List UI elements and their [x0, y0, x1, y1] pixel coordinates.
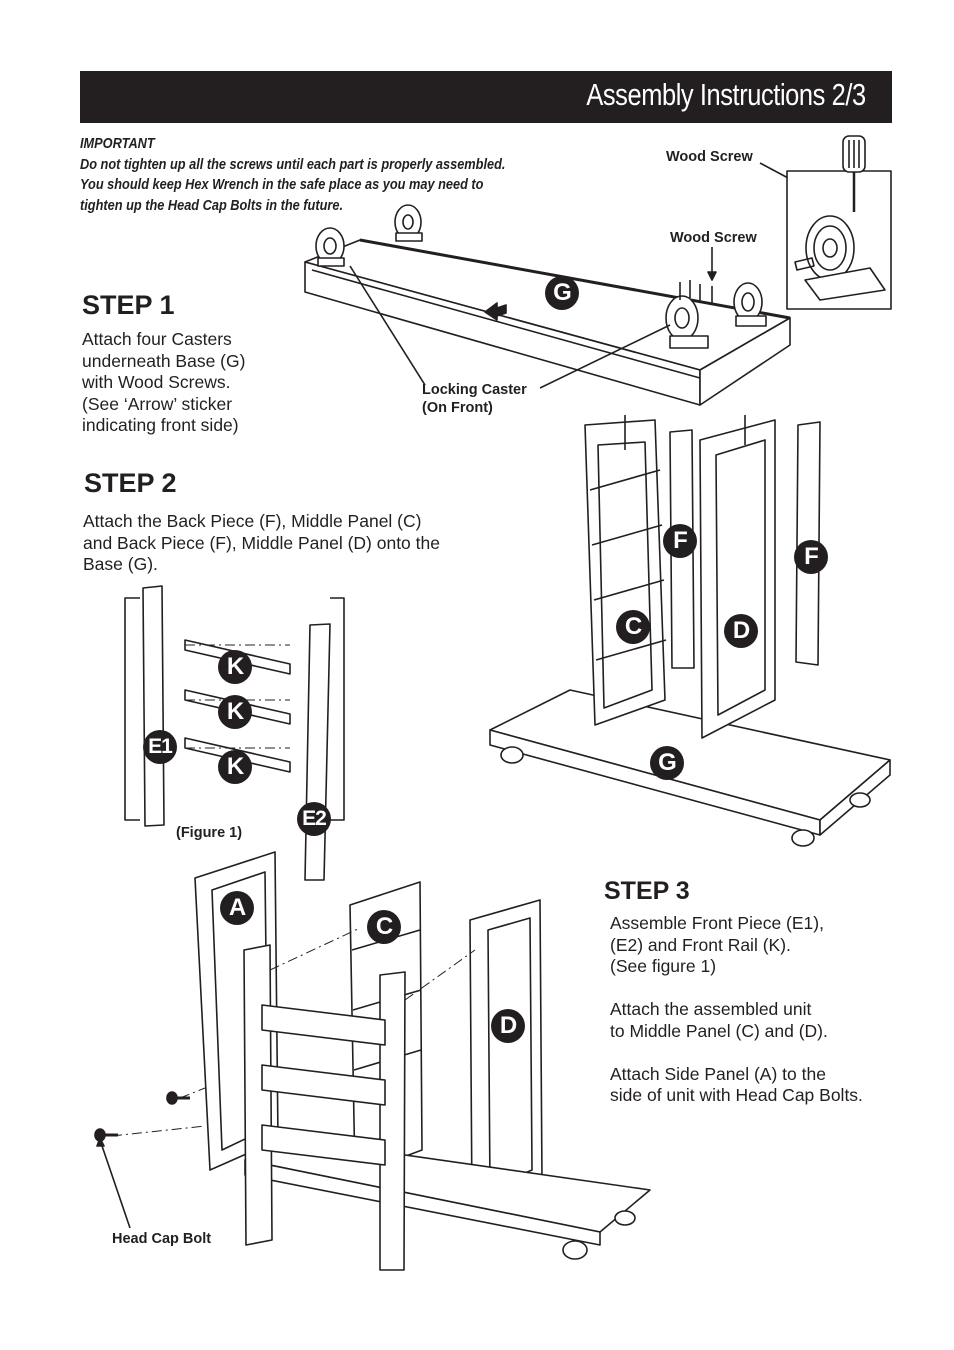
step3-line-3: (See figure 1)	[610, 956, 717, 976]
part-label-g: G	[650, 746, 684, 780]
part-label-f: F	[794, 540, 828, 574]
locking-caster-line-1: Locking Caster	[422, 382, 527, 398]
screw-icon	[679, 280, 713, 304]
head-cap-bolt-label: Head Cap Bolt	[112, 1231, 212, 1247]
part-label-c: C	[367, 910, 401, 944]
front-unit-e1-e2	[243, 944, 406, 1271]
caster-icon	[394, 204, 423, 242]
step3-line-2: (E2) and Front Rail (K).	[610, 934, 791, 955]
step2-line-2: and Back Piece (F), Middle Panel (D) ont…	[83, 532, 440, 553]
panel-d-step3	[469, 899, 543, 1206]
step3-line-1: Assemble Front Piece (E1),	[610, 913, 824, 933]
figure1-caption: (Figure 1)	[176, 825, 243, 841]
page-title: Assembly Instructions 2/3	[586, 77, 867, 112]
part-label-e2: E2	[297, 802, 331, 836]
head-cap-bolt-leader	[99, 1139, 131, 1229]
arrow-sticker-icon	[484, 302, 507, 321]
caster-icon	[614, 1210, 636, 1226]
step1-line-4: (See ‘Arrow’ sticker	[82, 393, 233, 414]
locking-caster-line-2: (On Front)	[422, 400, 493, 416]
important-note: IMPORTANT Do not tighten up all the scre…	[80, 134, 600, 216]
step3-title: STEP 3	[604, 877, 690, 905]
caster-icon	[562, 1240, 588, 1260]
part-label-g: G	[545, 276, 579, 310]
part-label-d: D	[724, 614, 758, 648]
step3-line-4	[610, 978, 863, 1000]
step2-line-3: Base (G).	[83, 554, 158, 574]
part-label-a: A	[220, 891, 254, 925]
step3-line-9: side of unit with Head Cap Bolts.	[610, 1085, 863, 1105]
bolt-icon	[94, 1128, 118, 1142]
header-bar: Assembly Instructions 2/3	[80, 71, 892, 123]
step2-text: Attach the Back Piece (F), Middle Panel …	[83, 511, 440, 576]
step1-line-5: indicating front side)	[82, 415, 239, 435]
part-label-d: D	[491, 1009, 525, 1043]
part-label-e1: E1	[143, 730, 177, 764]
caster-icon	[733, 282, 767, 327]
locking-caster-label: Locking Caster (On Front)	[422, 381, 527, 417]
part-label-k: K	[218, 750, 252, 784]
step3-text: Assemble Front Piece (E1), (E2) and Fron…	[610, 913, 863, 1107]
important-line-1: Do not tighten up all the screws until e…	[80, 156, 506, 173]
step2-line-1: Attach the Back Piece (F), Middle Panel …	[83, 511, 422, 531]
wood-screw-label: Wood Screw	[670, 230, 757, 246]
part-label-k: K	[218, 695, 252, 729]
step1-line-2: underneath Base (G)	[82, 350, 246, 371]
step1-text: Attach four Casters underneath Base (G) …	[82, 329, 245, 437]
step3-line-5: Attach the assembled unit	[610, 999, 812, 1019]
part-label-c: C	[616, 610, 650, 644]
important-heading: IMPORTANT	[80, 136, 155, 152]
base-board-step1	[304, 238, 791, 406]
important-line-2: You should keep Hex Wrench in the safe p…	[80, 177, 484, 193]
step1-title: STEP 1	[82, 290, 175, 320]
caster-icon	[500, 746, 524, 764]
panel-c-step2	[584, 415, 667, 726]
step1-line-3: with Wood Screws.	[82, 372, 231, 392]
caster-icon	[665, 295, 709, 349]
step3-line-8: Attach Side Panel (A) to the	[610, 1063, 826, 1084]
part-label-k: K	[218, 650, 252, 684]
caster-icon	[315, 227, 345, 267]
base-board-step2	[489, 689, 891, 836]
step1-line-1: Attach four Casters	[82, 329, 232, 349]
locking-caster-leader	[349, 265, 426, 386]
panel-d-step2	[699, 415, 776, 739]
important-line-3: tighten up the Head Cap Bolts in the fut…	[80, 197, 343, 214]
locking-caster-leader	[539, 324, 671, 389]
step2-title: STEP 2	[84, 468, 177, 498]
caster-icon	[791, 829, 815, 847]
wood-screw-label: Wood Screw	[666, 149, 753, 165]
caster-icon	[849, 792, 871, 808]
bolt-icon	[166, 1091, 190, 1105]
caster-icon	[794, 215, 886, 301]
step3-line-7	[610, 1042, 863, 1064]
part-label-f: F	[663, 524, 697, 558]
screwdriver-icon	[842, 135, 866, 212]
step3-line-6: to Middle Panel (C) and (D).	[610, 1020, 828, 1041]
